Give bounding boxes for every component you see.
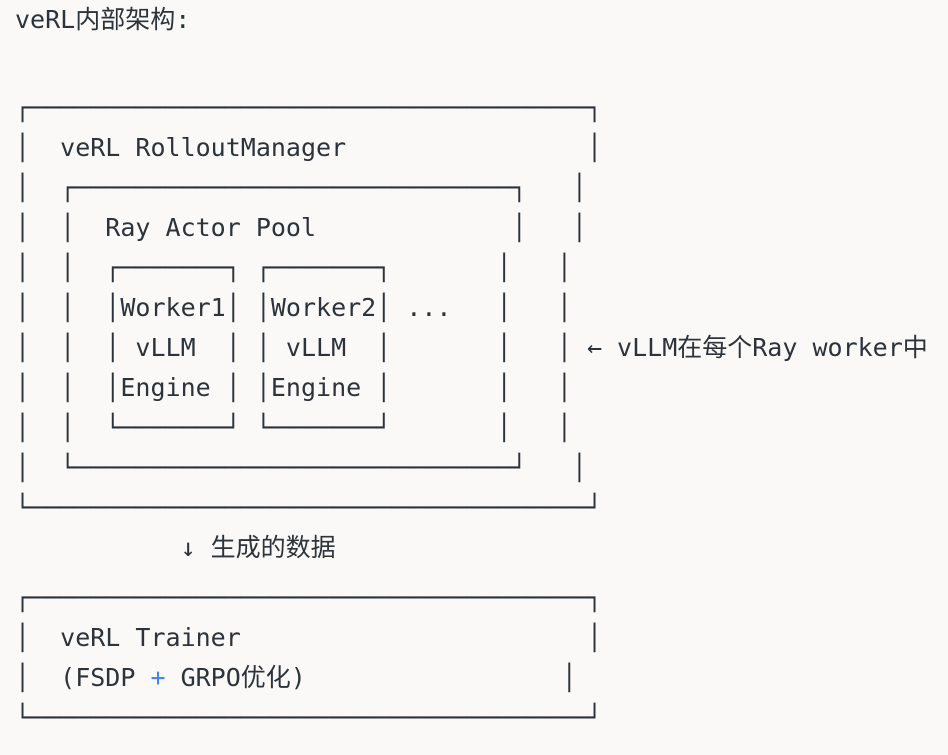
rollout-manager-ascii-diagram: ┌─────────────────────────────────────┐ … <box>15 93 928 562</box>
plus-operator: + <box>150 663 166 692</box>
trainer-ascii-diagram: ┌─────────────────────────────────────┐ … <box>15 583 602 732</box>
page-title: veRL内部架构: <box>15 5 191 34</box>
